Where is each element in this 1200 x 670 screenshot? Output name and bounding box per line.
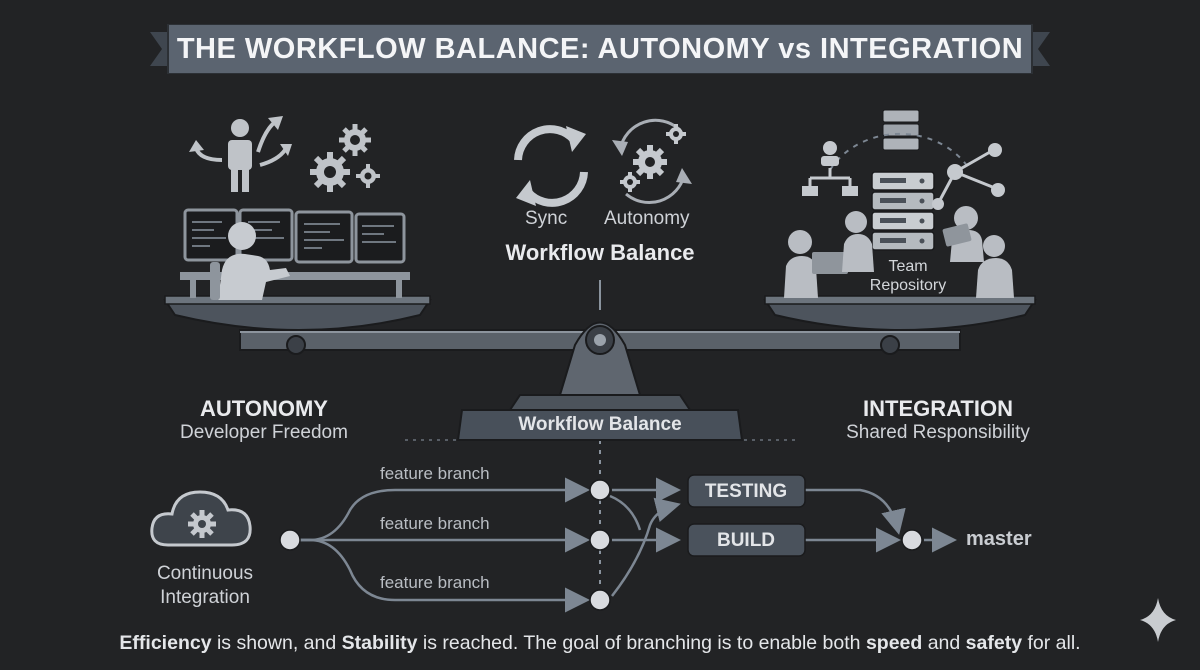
testing-pill	[687, 474, 806, 508]
title-banner: THE WORKFLOW BALANCE: AUTONOMY vs INTEGR…	[150, 24, 1050, 74]
footer-word-speed: speed	[865, 632, 923, 654]
monitors-icon	[180, 208, 410, 298]
person-arrows-icon	[189, 116, 292, 192]
merge-node	[901, 529, 923, 551]
left-pan	[163, 295, 432, 331]
footer-caption: Efficiency is shown, and Stability is re…	[0, 632, 1200, 655]
developer-icon	[210, 222, 290, 300]
page-title: THE WORKFLOW BALANCE: AUTONOMY vs INTEGR…	[176, 32, 1024, 65]
pipeline-nodes	[279, 479, 923, 611]
integration-subheading: Shared Responsibility	[846, 422, 1030, 443]
workflow-balance-heading: Workflow Balance	[505, 240, 695, 265]
integration-heading: INTEGRATION	[863, 396, 1013, 421]
branch-node-top	[589, 479, 611, 501]
branch-node-middle	[589, 529, 611, 551]
gear-cycle-icon	[612, 118, 692, 205]
feature-branch-label-middle: feature branch	[380, 514, 490, 533]
autonomy-label: Autonomy	[604, 208, 690, 229]
server-icon	[829, 109, 971, 251]
feature-branch-label-top: feature branch	[380, 464, 490, 483]
footer-text-4: for all.	[1022, 632, 1081, 654]
pipeline-lines	[292, 477, 957, 613]
footer-text-1: is shown, and	[211, 632, 342, 654]
right-pan	[763, 295, 1037, 331]
footer-word-stability: Stability	[341, 632, 418, 654]
sync-label: Sync	[525, 208, 568, 229]
testing-label: TESTING	[704, 481, 788, 502]
ci-label-integration: Integration	[160, 587, 250, 608]
fulcrum-label: Workflow Balance	[518, 414, 682, 435]
sync-icon	[514, 125, 588, 207]
gears-icon	[310, 124, 380, 192]
ci-start-node	[279, 529, 301, 551]
footer-word-efficiency: Efficiency	[119, 632, 212, 654]
ci-label-continuous: Continuous	[156, 563, 254, 584]
repository-label-repository: Repository	[869, 277, 947, 294]
footer-word-safety: safety	[965, 632, 1023, 654]
team-icon	[784, 206, 1014, 298]
build-label: BUILD	[716, 530, 776, 551]
autonomy-subheading: Developer Freedom	[180, 422, 348, 443]
build-pill	[687, 523, 806, 557]
footer-text-2: is reached. The goal of branching is to …	[417, 632, 866, 654]
repository-label-team: Team	[888, 258, 928, 275]
feature-branch-label-bottom: feature branch	[380, 573, 490, 592]
footer-text-3: and	[922, 632, 966, 654]
network-icon	[802, 141, 1005, 210]
branch-node-bottom	[589, 589, 611, 611]
master-label: master	[966, 528, 1032, 550]
balance-scale	[239, 321, 961, 441]
autonomy-heading: AUTONOMY	[200, 396, 328, 421]
cloud-gear-icon	[150, 490, 252, 547]
sparkle-icon	[1140, 598, 1176, 642]
